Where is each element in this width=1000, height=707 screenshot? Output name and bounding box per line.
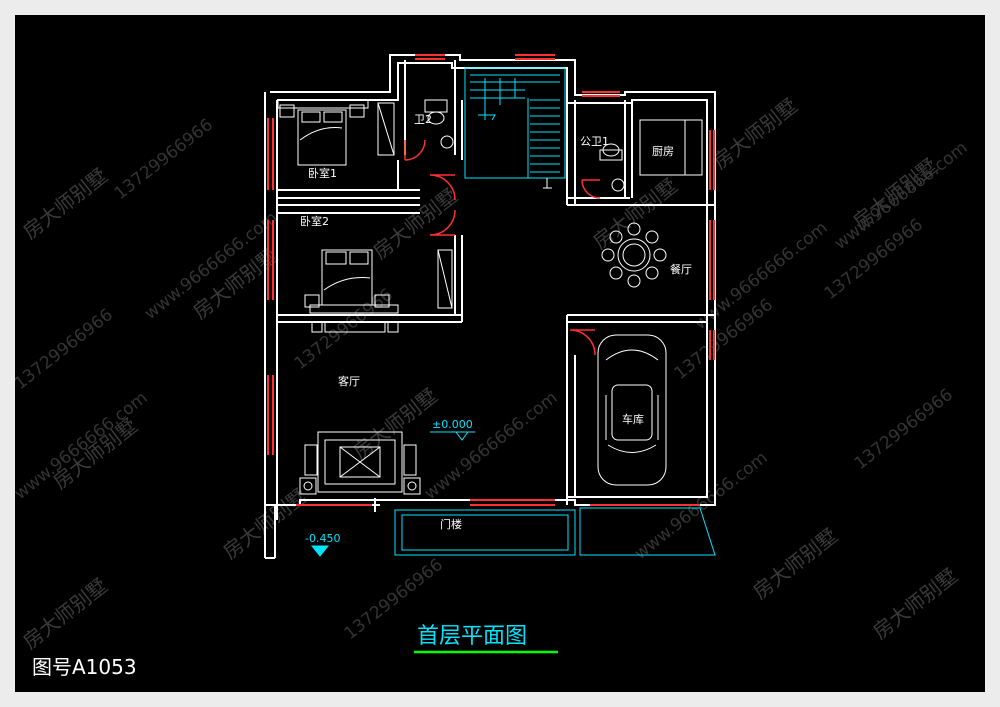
room-label-bedroom1: 卧室1 (308, 166, 337, 180)
wardrobe (377, 102, 395, 156)
staircase (464, 67, 566, 179)
outdoor-level-label: -0.450 (305, 532, 340, 545)
stair-up-marker (543, 178, 552, 189)
watermark-brand: 房大师别墅 (588, 173, 682, 253)
tv-cabinet (324, 321, 386, 333)
watermark-phone: 13729966966 (851, 385, 957, 474)
kitchen-counter-inner (639, 119, 686, 176)
exterior-wall (270, 54, 716, 558)
basin (440, 135, 454, 149)
door-swing (429, 209, 456, 236)
stair-outline (464, 67, 566, 179)
level-marker-outdoor: -0.450 (305, 532, 340, 557)
level-marker-floor: ±0.000 (430, 418, 475, 441)
walls (264, 54, 716, 559)
windows (267, 54, 715, 506)
room-label-dining: 餐厅 (670, 262, 692, 276)
door-swing (429, 174, 456, 201)
wardrobe-mark (437, 249, 453, 309)
room-label-kitchen: 厨房 (652, 145, 674, 158)
watermark-phone: 13729966966 (111, 115, 217, 204)
room-label-living: 客厅 (338, 374, 360, 388)
floor-plan: 房大师别墅 房大师别墅 房大师别墅 房大师别墅 房大师别墅 房大师别墅 房大师别… (15, 54, 972, 679)
room-label-porch: 门楼 (440, 517, 462, 531)
room-label-bathroom2: 卫2 (414, 113, 432, 126)
room-label-public-bath: 公卫1 (580, 135, 609, 148)
bed-bedroom2 (304, 249, 399, 314)
wardrobe-mark (377, 102, 395, 156)
basin (611, 178, 625, 192)
tv-cabinet-side (387, 321, 399, 333)
door-swing (569, 329, 596, 356)
cad-canvas: 房大师别墅 房大师别墅 房大师别墅 房大师别墅 房大师别墅 房大师别墅 房大师别… (15, 15, 985, 692)
watermark-brand: 房大师别墅 (368, 183, 462, 263)
door-swing (404, 139, 426, 161)
watermark-site: www.9666666.com (15, 388, 152, 504)
watermark-site: www.9666666.com (421, 388, 562, 504)
dining-table (601, 222, 667, 288)
watermark-phone: 13729966966 (291, 285, 397, 374)
doors (404, 139, 601, 356)
exterior-wall-inner (276, 62, 708, 520)
room-label-garage: 车库 (622, 412, 644, 426)
stair-direction (478, 114, 496, 121)
room-label-bedroom2: 卧室2 (300, 214, 329, 228)
watermark-brand: 房大师别墅 (18, 163, 112, 243)
watermark-phone: 13729966966 (15, 305, 117, 394)
car (597, 334, 667, 486)
sofa-set (299, 431, 421, 495)
door-swing (581, 179, 601, 199)
furniture (277, 99, 703, 495)
porch (394, 507, 716, 556)
watermark-brand: 房大师别墅 (748, 523, 842, 603)
tv-cabinet-side (311, 321, 323, 333)
drawing-title: 首层平面图 (417, 624, 527, 649)
drawing-number: 图号A1053 (32, 655, 137, 679)
watermark-brand: 房大师别墅 (18, 573, 112, 653)
floor-level-label: ±0.000 (432, 418, 473, 431)
toilet-public-bath (599, 143, 623, 161)
watermark-brand: 房大师别墅 (708, 93, 802, 173)
bed-bedroom1 (277, 99, 369, 166)
toilet-bathroom2 (424, 99, 448, 125)
watermark-brand: 房大师别墅 (868, 563, 962, 643)
wardrobe (437, 249, 453, 309)
